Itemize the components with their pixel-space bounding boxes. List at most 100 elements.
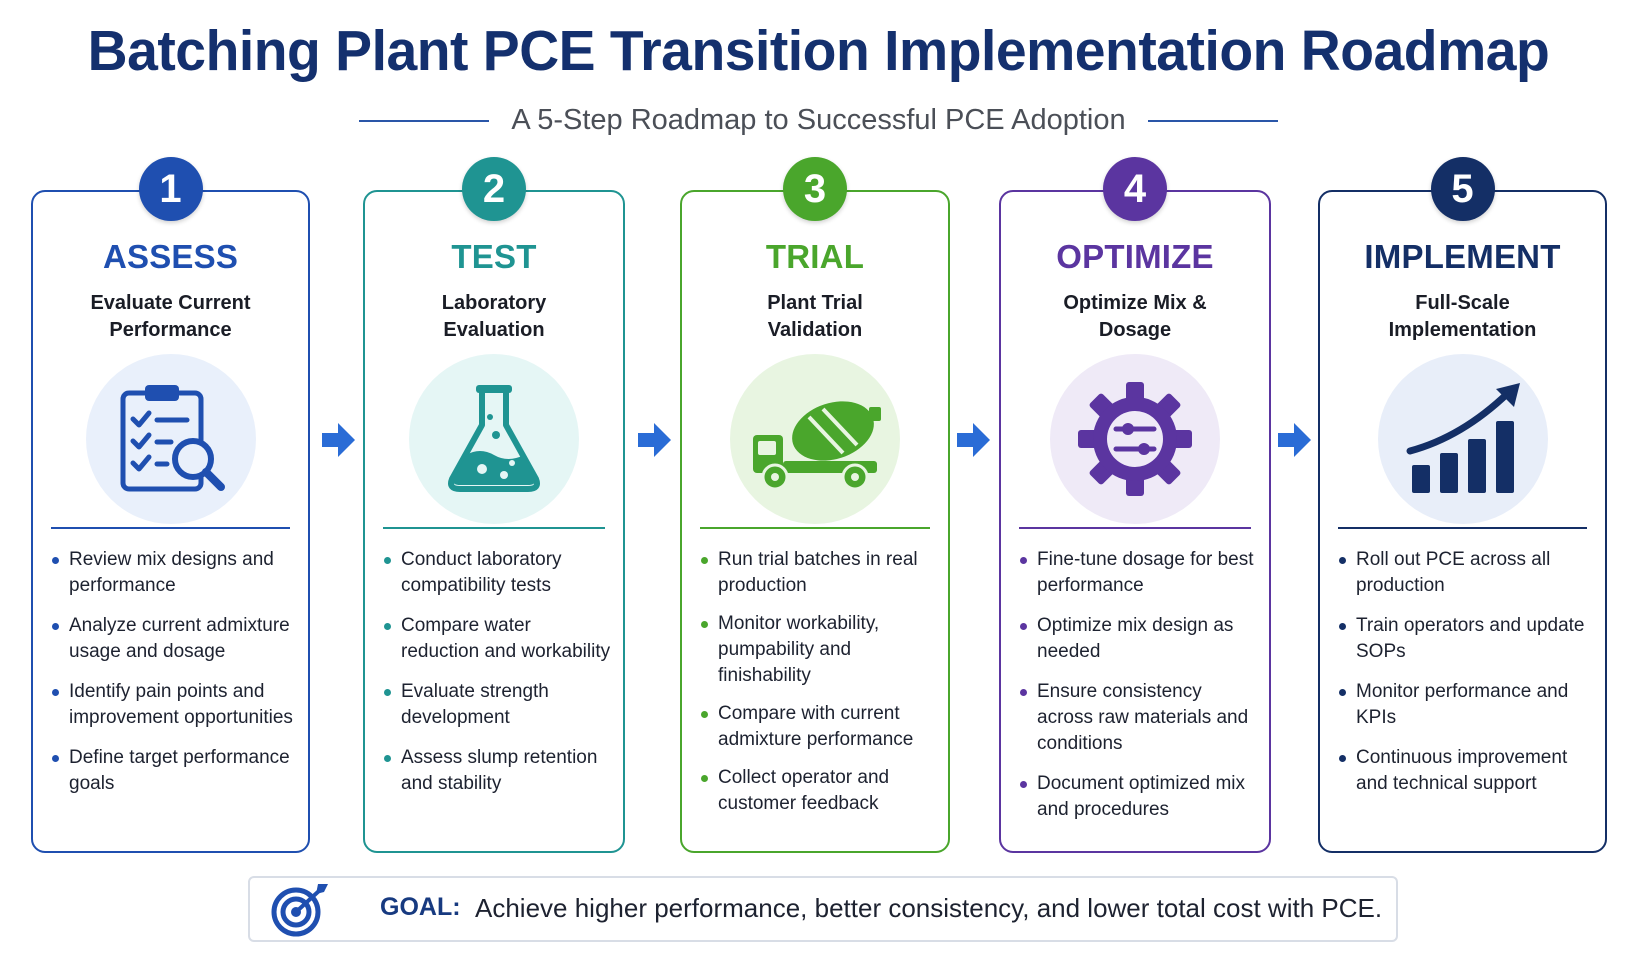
bullet-text: Compare with current admixture performan… — [718, 703, 914, 750]
bullet-dot — [384, 623, 391, 630]
bullet-text: Review mix designs and performance — [69, 549, 274, 596]
bullet-item: Document optimized mix and procedures — [1019, 771, 1259, 823]
step-name: ASSESS — [102, 238, 239, 275]
bullet-dot — [701, 775, 708, 782]
gear-sliders-icon — [1078, 382, 1192, 496]
step-subtitle-line: Evaluation — [443, 319, 545, 341]
bullet-item: Train operators and update SOPs — [1338, 613, 1595, 665]
step-card-assess: 1 ASSESS Evaluate Current Performance Re… — [31, 157, 310, 853]
arrow-right-icon — [957, 423, 990, 457]
bullet-text: Document optimized mix and procedures — [1037, 773, 1246, 820]
step-card-optimize: 4 OPTIMIZE Optimize Mix & Dosage — [999, 157, 1271, 853]
bullet-item: Analyze current admixture usage and dosa… — [51, 613, 298, 665]
bullet-item: Monitor performance and KPIs — [1338, 679, 1595, 731]
bullet-dot — [1020, 557, 1027, 564]
bullet-dot — [701, 621, 708, 628]
subtitle-right-rule — [1147, 119, 1278, 122]
step-name: TEST — [451, 238, 537, 275]
step-subtitle-line: Plant Trial — [767, 292, 863, 314]
mixer-truck-icon — [753, 401, 881, 491]
bullet-text: Train operators and update SOPs — [1356, 615, 1585, 662]
card-divider — [1338, 527, 1587, 529]
bullet-dot — [1020, 781, 1027, 788]
page-subtitle: A 5-Step Roadmap to Successful PCE Adopt… — [511, 104, 1126, 136]
bullet-item: Compare water reduction and workability — [383, 613, 613, 665]
step-card-trial: 3 TRIAL Plant Trial Validation Run trial… — [680, 157, 950, 853]
bullet-item: Optimize mix design as needed — [1019, 613, 1259, 665]
bullet-item: Ensure consistency across raw materials … — [1019, 679, 1259, 757]
bullet-list: Fine-tune dosage for best performance Op… — [1019, 547, 1259, 823]
step-subtitle: Full-Scale Implementation — [1330, 290, 1595, 344]
card-divider — [51, 527, 290, 529]
step-subtitle: Plant Trial Validation — [692, 290, 938, 344]
page-title: Batching Plant PCE Transition Implementa… — [87, 19, 1550, 83]
bullet-dot — [1020, 689, 1027, 696]
bullet-text: Monitor performance and KPIs — [1356, 681, 1569, 728]
bullet-item: Define target performance goals — [51, 745, 298, 797]
bullet-text: Monitor workability, pumpability and fin… — [718, 613, 880, 686]
step-subtitle-line: Validation — [767, 319, 863, 341]
card-divider — [1019, 527, 1251, 529]
clipboard-magnifier-icon — [120, 385, 225, 492]
bullet-text: Collect operator and customer feedback — [718, 767, 890, 814]
bullet-item: Collect operator and customer feedback — [700, 765, 938, 817]
bullet-text: Analyze current admixture usage and dosa… — [69, 615, 290, 662]
flask-icon — [448, 385, 540, 492]
growth-chart-icon — [1406, 383, 1520, 493]
bullet-dot — [1339, 689, 1346, 696]
step-subtitle-line: Performance — [109, 319, 232, 341]
step-number-badge: 5 — [1430, 157, 1495, 221]
step-subtitle-line: Optimize Mix & — [1063, 292, 1207, 314]
card-divider — [700, 527, 930, 529]
bullet-dot — [1339, 755, 1346, 762]
bullet-text: Identify pain points and improvement opp… — [69, 681, 293, 728]
bullet-item: Compare with current admixture performan… — [700, 701, 938, 753]
step-number-badge: 3 — [783, 157, 847, 221]
bullet-list: Review mix designs and performance Analy… — [51, 547, 298, 797]
bullet-text: Roll out PCE across all production — [1356, 549, 1551, 596]
bullet-text: Optimize mix design as needed — [1037, 615, 1234, 662]
bullet-dot — [384, 755, 391, 762]
icon-circle — [85, 354, 256, 524]
step-name: IMPLEMENT — [1364, 238, 1561, 275]
step-number-badge: 4 — [1103, 157, 1167, 221]
bullet-list: Run trial batches in real production Mon… — [700, 547, 938, 817]
bullet-text: Assess slump retention and stability — [401, 747, 598, 794]
icon-circle — [1050, 354, 1220, 524]
step-number-badge: 2 — [462, 157, 526, 221]
step-number-badge: 1 — [138, 157, 203, 221]
bullet-dot — [701, 557, 708, 564]
bullet-text: Conduct laboratory compatibility tests — [401, 549, 562, 596]
icon-circle — [1377, 354, 1548, 524]
arrow-right-icon — [638, 423, 671, 457]
bullet-dot — [701, 711, 708, 718]
bullet-dot — [1339, 557, 1346, 564]
bullet-text: Fine-tune dosage for best performance — [1037, 549, 1254, 596]
bullet-item: Roll out PCE across all production — [1338, 547, 1595, 599]
goal-text: Achieve higher performance, better consi… — [475, 893, 1383, 923]
target-icon — [271, 884, 328, 937]
bullet-list: Roll out PCE across all production Train… — [1338, 547, 1595, 797]
bullet-item: Evaluate strength development — [383, 679, 613, 731]
step-subtitle-line: Full-Scale — [1415, 292, 1510, 314]
step-subtitle-line: Evaluate Current — [90, 292, 251, 314]
card-divider — [383, 527, 605, 529]
bullet-text: Ensure consistency across raw materials … — [1037, 681, 1249, 754]
step-card-implement: 5 IMPLEMENT Full-Scale Implementation Ro… — [1318, 157, 1607, 853]
bullet-item: Conduct laboratory compatibility tests — [383, 547, 613, 599]
bullet-item: Continuous improvement and technical sup… — [1338, 745, 1595, 797]
icon-circle — [409, 354, 579, 524]
bullet-item: Run trial batches in real production — [700, 547, 938, 599]
bullet-dot — [52, 557, 59, 564]
step-subtitle: Optimize Mix & Dosage — [1011, 290, 1259, 344]
bullet-dot — [384, 557, 391, 564]
bullet-item: Identify pain points and improvement opp… — [51, 679, 298, 731]
bullet-dot — [1020, 623, 1027, 630]
bullet-dot — [52, 623, 59, 630]
arrow-right-icon — [1278, 423, 1311, 457]
bullet-text: Continuous improvement and technical sup… — [1356, 747, 1568, 794]
bullet-item: Monitor workability, pumpability and fin… — [700, 611, 938, 689]
arrow-right-icon — [322, 423, 355, 457]
bullet-item: Review mix designs and performance — [51, 547, 298, 599]
bullet-dot — [384, 689, 391, 696]
